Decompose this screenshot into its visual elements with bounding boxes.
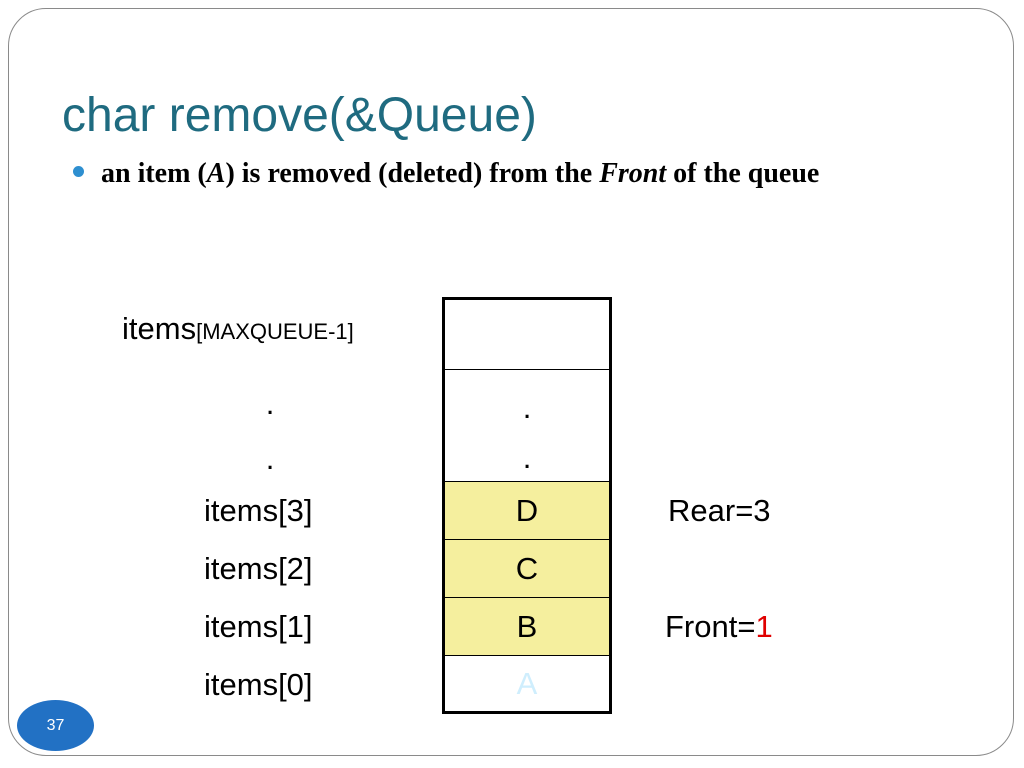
bullet-front-word: Front [599,158,667,189]
queue-cell-2: C [445,540,609,598]
label-items-maxqueue: items[MAXQUEUE-1] [122,311,354,350]
queue-cell-ellipsis-2: . [445,426,609,482]
label-ellipsis-2: . [265,441,275,476]
bullet-dot-icon [73,166,84,177]
slide-title: char remove(&Queue) [62,89,537,142]
label-maxqueue-index: [MAXQUEUE-1] [196,319,354,344]
queue-cell-3: D [445,482,609,540]
label-items-3: items[3] [204,493,313,528]
front-pointer-value: 1 [755,609,773,644]
label-items-2: items[2] [204,551,313,586]
queue-cell-ellipsis-1: . [522,390,532,425]
bullet-item-name: A [206,158,226,189]
bullet-part-5: of the queue [666,158,820,189]
bullet-text: an item (A) is removed (deleted) from th… [101,152,901,196]
queue-cell-1: B [445,598,609,656]
label-ellipsis-1: . [265,386,275,421]
front-pointer: Front=1 [665,609,773,645]
front-pointer-label: Front= [665,609,756,644]
queue-cell-0-removed: A [516,665,538,701]
queue-cell-top [445,300,609,370]
bullet-part-1: an item ( [101,158,207,189]
bullet-part-3: ) is removed (deleted) from the [225,158,600,189]
label-items-1: items[1] [204,609,313,644]
page-number-badge: 37 [17,700,94,751]
rear-pointer: Rear=3 [668,493,771,528]
label-items-word: items [122,311,197,346]
label-items-0: items[0] [204,667,313,702]
queue-array: . . D C B A [442,297,612,714]
